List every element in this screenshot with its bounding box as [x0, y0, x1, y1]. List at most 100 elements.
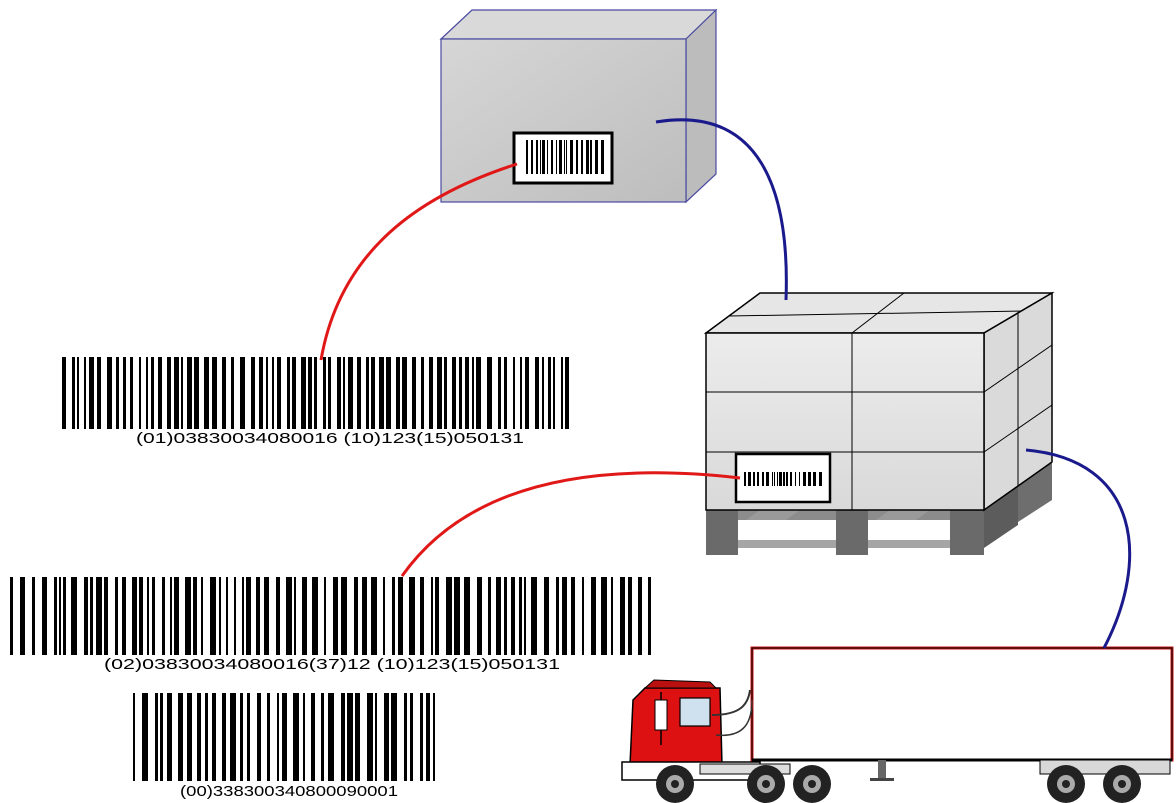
- barcode-bar: [230, 693, 236, 781]
- barcode-bar: [396, 357, 400, 429]
- barcode-bar: [435, 577, 439, 655]
- barcode-bar: [648, 577, 651, 655]
- barcode-bar: [498, 357, 501, 429]
- barcode-bar: [379, 357, 384, 429]
- barcode-bar: [525, 357, 529, 429]
- barcode-bar: [542, 140, 545, 174]
- barcode-bar: [286, 577, 292, 655]
- barcode-bar: [561, 357, 563, 429]
- barcode-bar: [410, 693, 413, 781]
- barcode-bar: [226, 577, 228, 655]
- barcode-bar: [242, 577, 244, 655]
- barcode-bar: [201, 577, 203, 655]
- barcode-bar: [231, 357, 234, 429]
- trailer: [750, 646, 1174, 781]
- barcode-bar: [294, 577, 296, 655]
- barcode-bar: [628, 577, 632, 655]
- barcode-bar: [139, 357, 141, 429]
- barcode-bar: [564, 140, 565, 174]
- barcode-bar: [386, 357, 391, 429]
- barcode-bar: [511, 577, 515, 655]
- barcode-bar: [571, 577, 575, 655]
- barcode-bar: [454, 577, 460, 655]
- barcode-bar: [146, 357, 148, 429]
- barcode-bar: [638, 577, 642, 655]
- barcode-bar: [556, 140, 557, 174]
- case-barcode: (01)03830034080016 (10)123(15)050131: [62, 357, 569, 447]
- pallet-barcode: (02)03830034080016(37)12 (10)123(15)0501…: [10, 577, 651, 673]
- barcode-bar: [276, 577, 280, 655]
- barcode-bar: [799, 472, 800, 486]
- barcode-bar: [314, 357, 317, 429]
- barcode-bar: [178, 693, 183, 781]
- barcode-bar: [757, 472, 759, 486]
- barcode-bar: [312, 577, 318, 655]
- barcode-bar: [123, 357, 126, 429]
- case-barcode-bars: [62, 357, 569, 429]
- barcode-bar: [96, 577, 102, 655]
- barcode-bar: [187, 693, 192, 781]
- barcode-bar: [132, 577, 137, 655]
- barcode-bar: [536, 140, 538, 174]
- barcode-bar: [803, 472, 806, 486]
- barcode-bar: [362, 577, 367, 655]
- barcode-bar: [32, 577, 35, 655]
- barcode-bar: [89, 357, 94, 429]
- barcode-bar: [371, 357, 375, 429]
- barcode-bar: [452, 357, 456, 429]
- barcode-bar: [240, 693, 243, 781]
- barcode-bar: [542, 357, 544, 429]
- barcode-bar: [301, 357, 306, 429]
- barcode-bar: [540, 140, 541, 174]
- barcode-bar: [590, 140, 592, 174]
- barcode-bar: [293, 693, 299, 781]
- barcode-bar: [551, 140, 553, 174]
- barcode-bar: [766, 472, 769, 486]
- barcode-bar: [158, 357, 162, 429]
- case-barcode-text: (01)03830034080016 (10)123(15)050131: [136, 430, 524, 447]
- barcode-bar: [167, 693, 172, 781]
- barcode-bar: [10, 577, 13, 655]
- barcode-bar: [772, 472, 773, 486]
- barcode-bar: [115, 577, 118, 655]
- barcode-bar: [174, 577, 179, 655]
- barcode-bar: [197, 693, 201, 781]
- barcode-bar: [107, 357, 112, 429]
- barcode-bar: [595, 140, 598, 174]
- barcode-bar: [813, 472, 816, 486]
- barcode-bar: [205, 693, 208, 781]
- barcode-bar: [97, 357, 101, 429]
- barcode-bar: [487, 357, 492, 429]
- barcode-bar: [287, 357, 290, 429]
- barcode-bar: [222, 357, 226, 429]
- barcode-bar: [531, 577, 537, 655]
- barcode-bar: [42, 577, 47, 655]
- barcode-bar: [219, 577, 221, 655]
- barcode-bar: [324, 577, 326, 655]
- barcode-bar: [62, 357, 66, 429]
- barcode-bar: [266, 357, 268, 429]
- barcode-bar: [133, 693, 135, 781]
- barcode-bar: [553, 357, 555, 429]
- barcode-bar: [437, 357, 442, 429]
- barcode-bar: [496, 577, 501, 655]
- barcode-bar: [328, 693, 334, 781]
- barcode-bar: [282, 693, 287, 781]
- truck-icon: [621, 646, 1174, 803]
- barcode-bar: [586, 140, 589, 174]
- barcode-bar: [72, 357, 75, 429]
- barcode-bar: [790, 472, 792, 486]
- barcode-bar: [526, 140, 528, 174]
- barcode-bar: [341, 577, 347, 655]
- barcode-bar: [308, 357, 312, 429]
- barcode-bar: [535, 357, 539, 429]
- barcode-bar: [234, 577, 236, 655]
- barcode-bar: [193, 577, 197, 655]
- barcode-bar: [355, 693, 360, 781]
- barcode-bar: [341, 693, 345, 781]
- barcode-bar: [347, 693, 353, 781]
- truck-cab: [621, 679, 791, 781]
- barcode-bar: [174, 357, 179, 429]
- barcode-bar: [446, 577, 452, 655]
- barcode-bar: [375, 693, 377, 781]
